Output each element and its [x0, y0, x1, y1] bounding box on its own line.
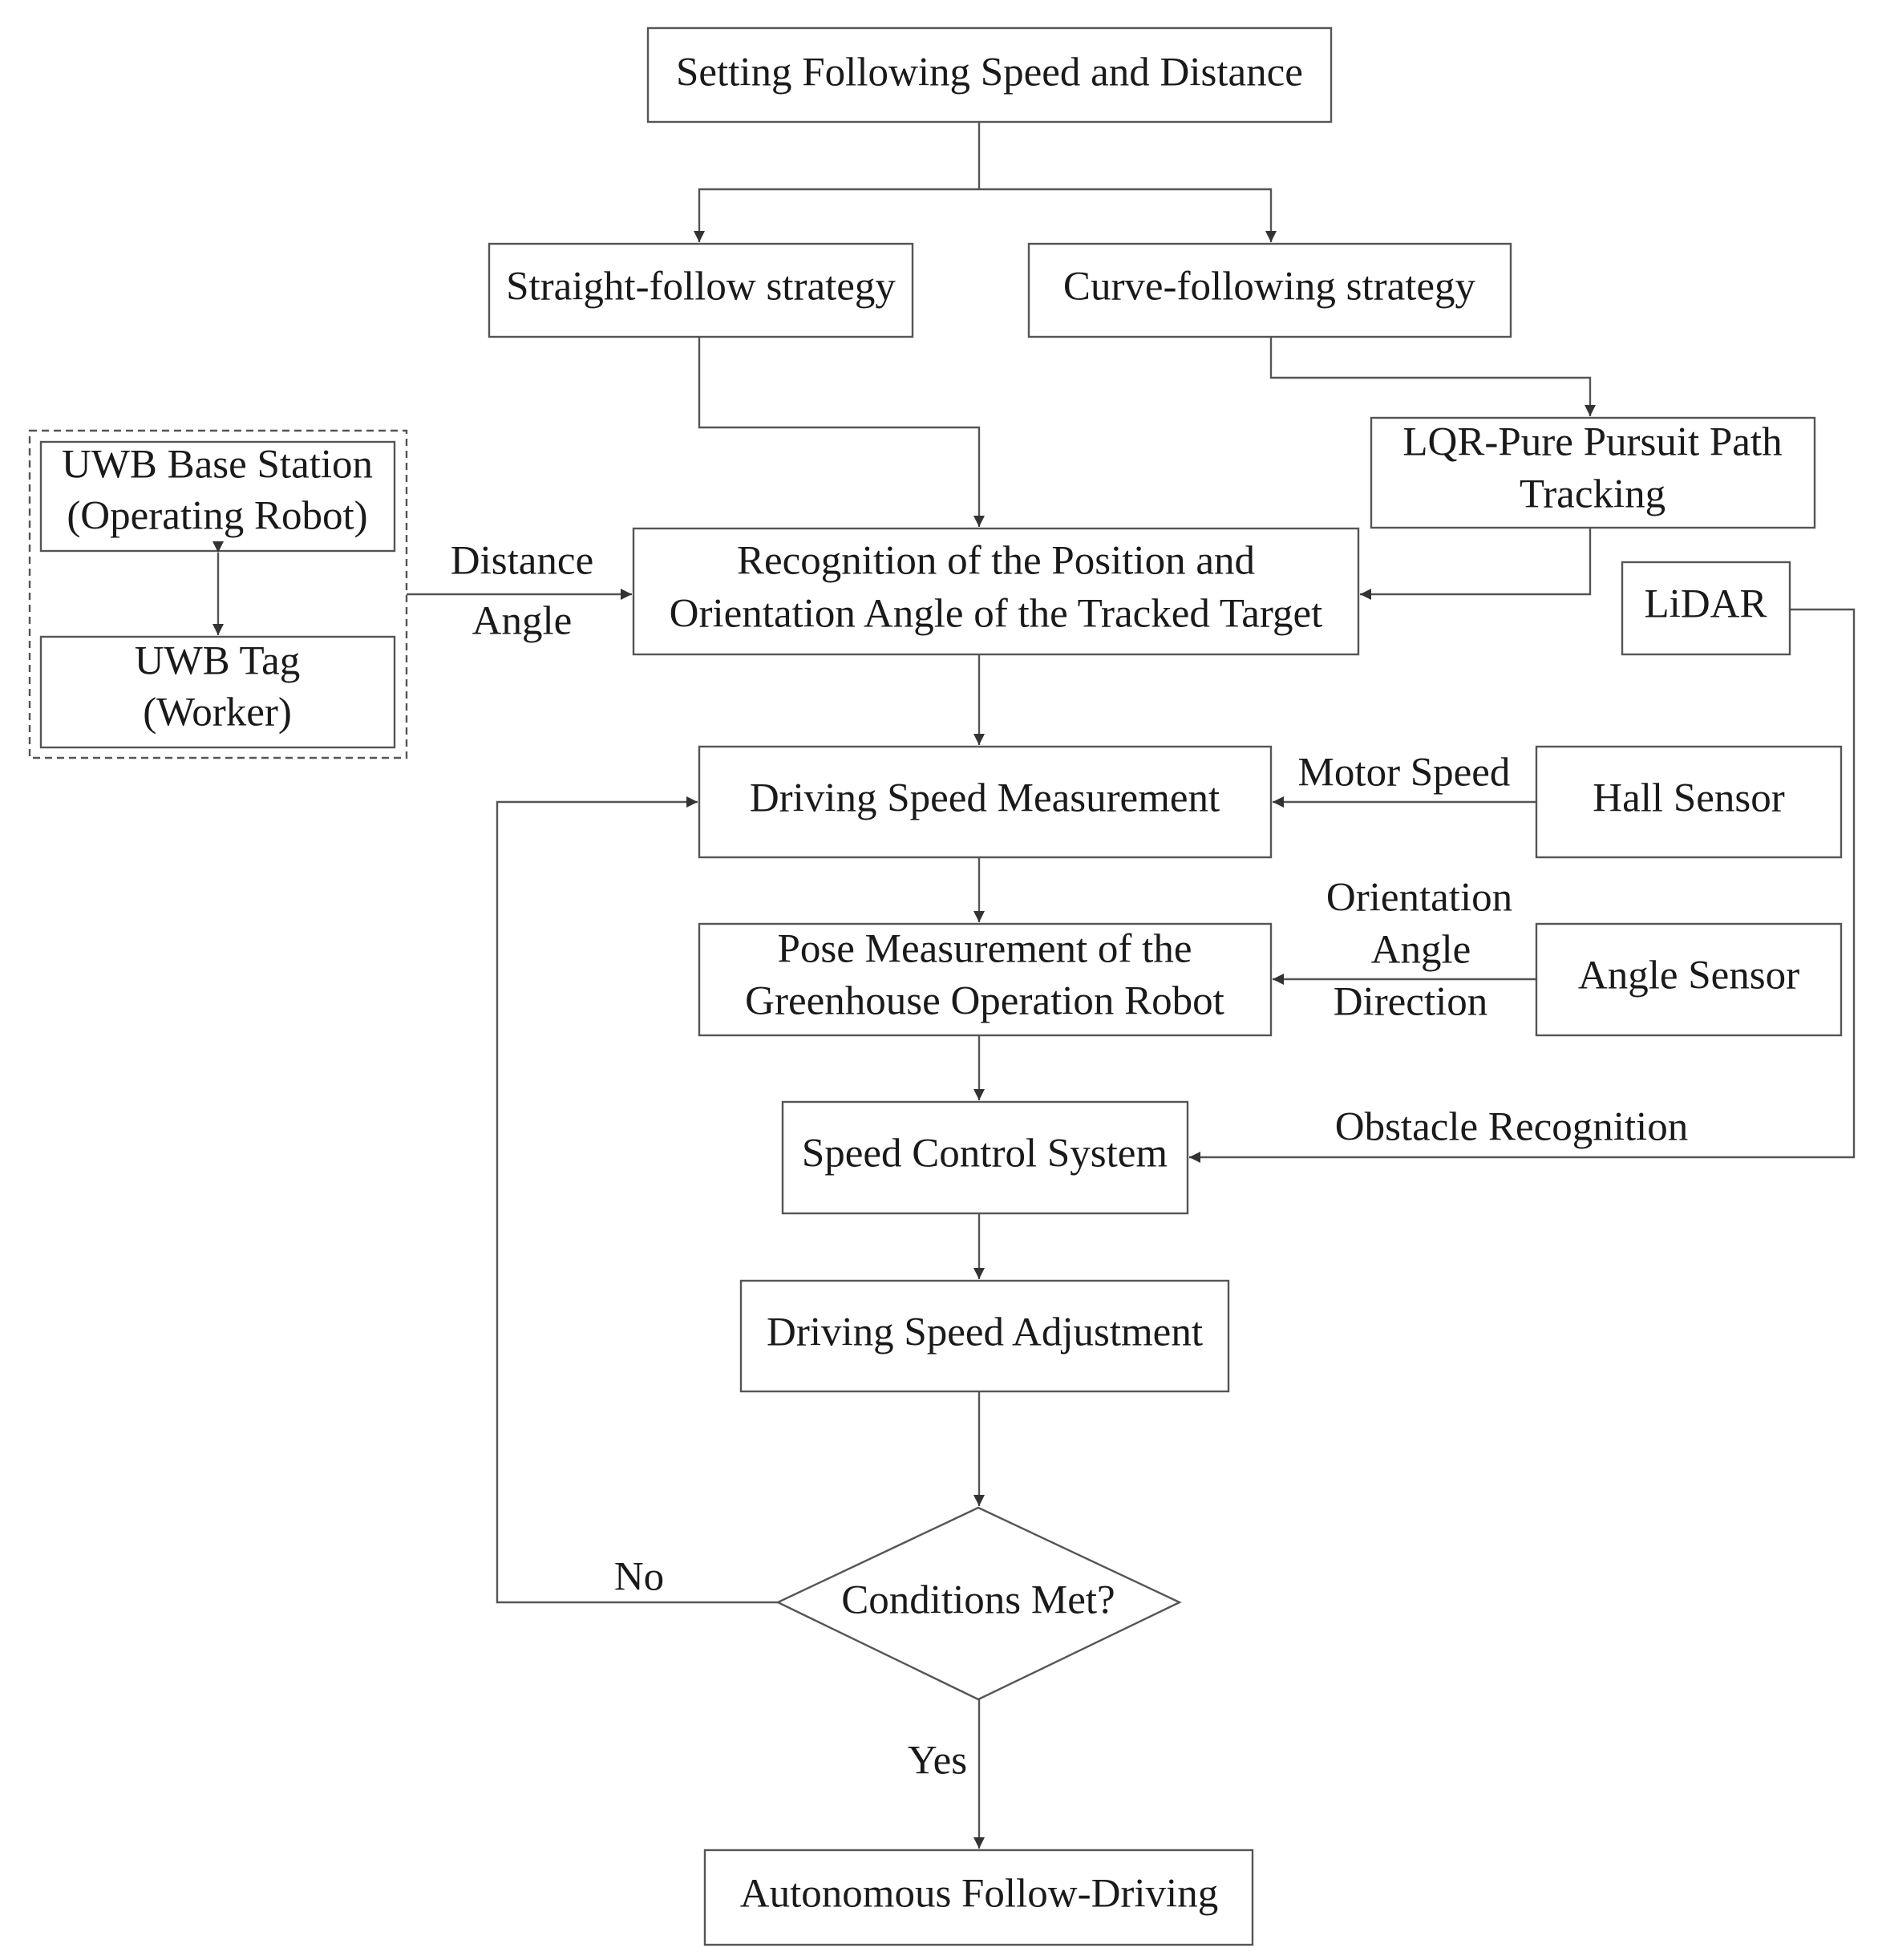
lqr-pure-pursuit-node: LQR-Pure Pursuit Path Tracking [1370, 416, 1816, 529]
edge-straight-to-recognition [698, 337, 985, 527]
angle-sensor-label: Angle Sensor [1578, 954, 1799, 998]
pose-label-line1: Pose Measurement of the [778, 927, 1192, 972]
uwb-group: UWB Base Station (Operating Robot) UWB T… [28, 429, 408, 759]
lidar-node: LiDAR [1621, 561, 1791, 656]
setting-label: Setting Following Speed and Distance [676, 51, 1303, 95]
motor-speed-label: Motor Speed [1298, 751, 1511, 796]
straight-follow-label: Straight-follow strategy [506, 265, 896, 310]
driving-speed-adjustment-node: Driving Speed Adjustment [739, 1279, 1230, 1393]
autonomous-follow-label: Autonomous Follow-Driving [740, 1872, 1218, 1917]
setting-node: Setting Following Speed and Distance [646, 26, 1333, 124]
obstacle-recognition-label: Obstacle Recognition [1335, 1105, 1688, 1150]
uwb-base-label-line2: (Operating Robot) [67, 494, 367, 539]
hall-sensor-node: Hall Sensor [1535, 745, 1843, 859]
driving-speed-measurement-label: Driving Speed Measurement [750, 776, 1220, 821]
edge-to-straight [694, 188, 979, 242]
lqr-label-line2: Tracking [1520, 472, 1666, 517]
pose-measurement-node: Pose Measurement of the Greenhouse Opera… [698, 922, 1273, 1037]
uwb-tag-label-line1: UWB Tag [135, 639, 301, 684]
uwb-base-label-line1: UWB Base Station [62, 443, 373, 488]
speed-control-label: Speed Control System [802, 1132, 1168, 1176]
edge-decision-no-loop [496, 796, 778, 1604]
orientation-label: Orientation [1326, 876, 1512, 921]
hall-sensor-label: Hall Sensor [1593, 776, 1784, 821]
direction-label: Direction [1334, 980, 1488, 1025]
conditions-decision: Conditions Met? [775, 1506, 1182, 1701]
speed-control-node: Speed Control System [781, 1100, 1189, 1215]
angle-label: Angle [472, 599, 573, 644]
straight-follow-node: Straight-follow strategy [488, 242, 914, 338]
distance-label: Distance [451, 539, 593, 584]
angle-sensor-node: Angle Sensor [1535, 922, 1843, 1037]
uwb-tag-node: UWB Tag (Worker) [39, 635, 396, 749]
no-label: No [614, 1555, 664, 1600]
lqr-label-line1: LQR-Pure Pursuit Path [1402, 420, 1782, 465]
recognition-node: Recognition of the Position and Orientat… [632, 527, 1360, 656]
driving-speed-measurement-node: Driving Speed Measurement [698, 745, 1273, 859]
lidar-label: LiDAR [1645, 582, 1767, 627]
recognition-label-line2: Orientation Angle of the Tracked Target [670, 592, 1323, 637]
angle-edge-label: Angle [1371, 928, 1471, 973]
edge-curve-to-lqr [1269, 337, 1596, 416]
uwb-base-station-node: UWB Base Station (Operating Robot) [39, 440, 396, 553]
yes-label: Yes [908, 1739, 967, 1784]
pose-label-line2: Greenhouse Operation Robot [745, 979, 1224, 1024]
edge-lidar-to-speed-control [1189, 608, 1856, 1163]
recognition-label-line1: Recognition of the Position and [737, 539, 1255, 584]
conditions-label: Conditions Met? [841, 1578, 1115, 1623]
driving-speed-adjustment-label: Driving Speed Adjustment [767, 1310, 1203, 1355]
curve-following-node: Curve-following strategy [1027, 242, 1512, 338]
autonomous-follow-node: Autonomous Follow-Driving [703, 1849, 1254, 1946]
curve-following-label: Curve-following strategy [1063, 265, 1476, 310]
edge-lqr-to-recognition [1360, 528, 1592, 600]
edge-to-curve [979, 188, 1277, 242]
uwb-tag-label-line2: (Worker) [143, 690, 292, 735]
